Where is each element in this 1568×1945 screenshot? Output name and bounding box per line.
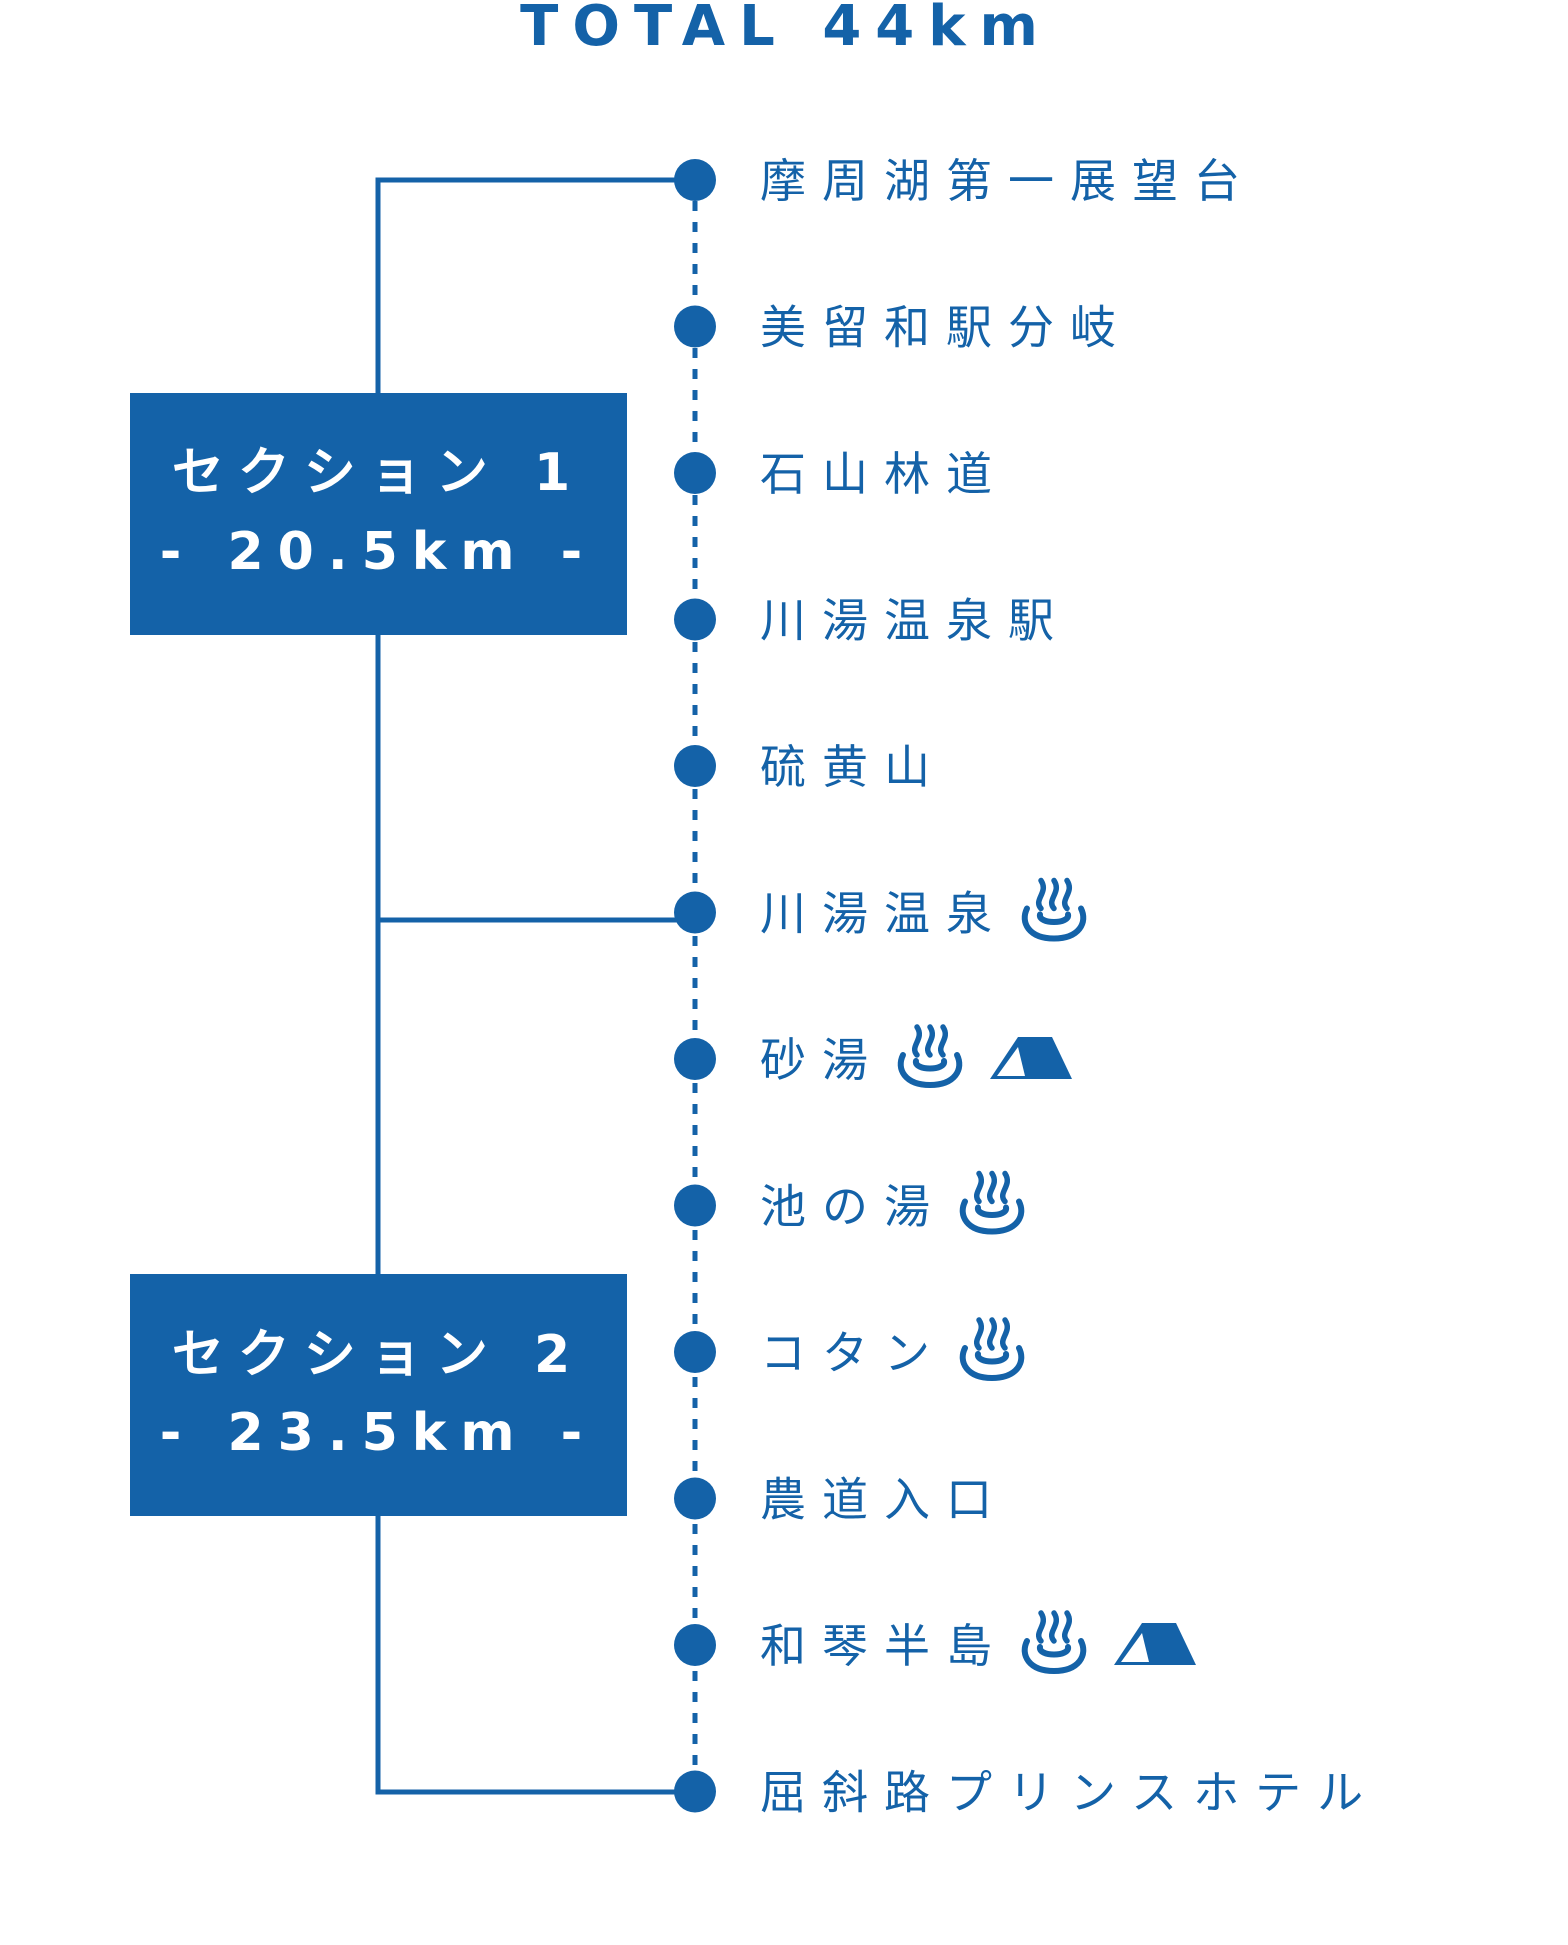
stop-name: 砂湯 [760,1033,884,1087]
section-1-box-background [130,393,627,635]
stops-list: 摩周湖第一展望台美留和駅分岐石山林道川湯温泉駅硫黄山川湯温泉砂湯池の湯コタン農道… [674,154,1379,1820]
section-2-box-background [130,1274,627,1516]
stop-marker [674,891,716,934]
stop-row: 美留和駅分岐 [674,301,1132,355]
stop-marker [674,1038,716,1080]
stop-row: コタン [674,1320,1021,1380]
stop-marker [674,1331,716,1373]
hot-spring-icon [963,1174,1022,1232]
stop-name: 農道入口 [760,1473,1008,1527]
stop-marker [674,745,716,787]
total-distance-title: TOTAL 44km [520,0,1052,59]
stop-marker [674,159,716,201]
hot-spring-icon [901,1027,960,1085]
hot-spring-icon [1025,1613,1084,1671]
section-1-distance: - 20.5km - [160,522,596,582]
stop-row: 農道入口 [674,1473,1008,1527]
stop-name: コタン [760,1326,946,1380]
stop-marker [674,1624,716,1666]
stop-marker [674,1770,716,1813]
section-1-box: セクション 1 - 20.5km - [130,393,627,635]
section-1-name: セクション 1 [172,443,584,503]
section-2-box: セクション 2 - 23.5km - [130,1274,627,1516]
stop-marker [674,1184,716,1227]
section-2-name: セクション 2 [172,1325,584,1385]
stop-name: 美留和駅分岐 [760,301,1132,355]
hot-spring-icon [963,1320,1022,1378]
stop-row: 屈斜路プリンスホテル [674,1766,1379,1820]
stop-name: 川湯温泉駅 [760,594,1070,648]
stop-name: 和琴半島 [760,1619,1008,1673]
stop-row: 川湯温泉 [674,881,1083,941]
stop-row: 石山林道 [674,447,1008,501]
stop-name: 石山林道 [760,447,1008,501]
stop-marker [674,1477,716,1520]
stop-row: 砂湯 [674,1027,1072,1087]
camping-tent-icon [990,1037,1072,1079]
stop-row: 摩周湖第一展望台 [674,154,1256,208]
stop-row: 川湯温泉駅 [674,594,1070,648]
stop-row: 硫黄山 [674,740,946,794]
stop-name: 屈斜路プリンスホテル [760,1766,1379,1820]
stop-name: 池の湯 [760,1180,946,1234]
hot-spring-icon [1025,881,1084,939]
camping-tent-icon [1114,1623,1196,1665]
section-2-bracket [375,920,695,1795]
stop-row: 池の湯 [674,1174,1021,1234]
stop-marker [674,305,716,348]
stop-name: 川湯温泉 [760,887,1008,941]
stop-name: 摩周湖第一展望台 [760,154,1256,208]
stop-marker [674,452,716,494]
stop-row: 和琴半島 [674,1613,1196,1673]
stop-name: 硫黄山 [760,740,946,794]
stop-marker [674,598,716,641]
section-2-distance: - 23.5km - [160,1403,596,1463]
